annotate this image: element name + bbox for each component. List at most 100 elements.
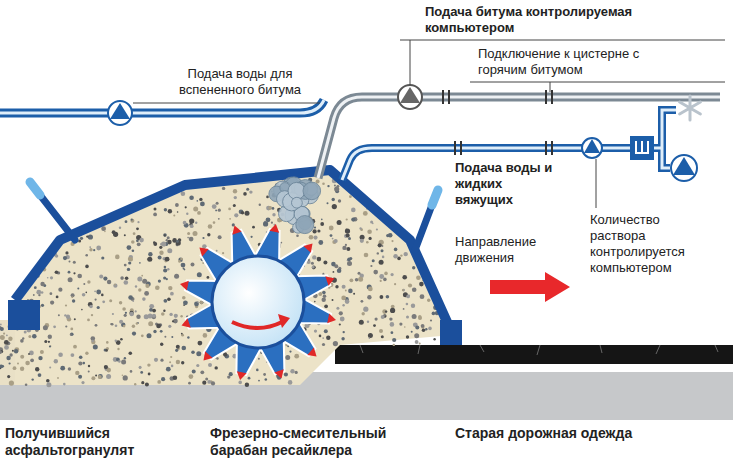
granulate-dot: [29, 351, 34, 356]
granulate-dot: [9, 381, 14, 386]
granulate-dot: [385, 310, 387, 312]
granulate-dot: [327, 185, 329, 187]
granulate-dot: [415, 325, 419, 329]
granulate-dot: [188, 382, 191, 385]
granulate-dot: [168, 286, 172, 290]
granulate-dot: [91, 314, 93, 316]
granulate-dot: [416, 275, 421, 280]
granulate-dot: [400, 254, 402, 256]
granulate-dot: [75, 371, 79, 375]
granulate-dot: [194, 302, 199, 307]
granulate-dot: [251, 236, 253, 238]
granulate-dot: [38, 356, 42, 360]
granulate-dot: [173, 215, 175, 217]
granulate-dot: [372, 259, 375, 262]
granulate-dot: [141, 275, 143, 277]
granulate-dot: [233, 204, 236, 207]
granulate-dot: [115, 325, 118, 328]
granulate-dot: [17, 363, 19, 365]
granulate-dot: [404, 326, 406, 328]
water-valve: [108, 101, 132, 125]
granulate-dot: [402, 289, 405, 292]
snowflake-icon: [680, 96, 701, 120]
granulate-dot: [285, 355, 290, 360]
granulate-dot: [256, 369, 259, 372]
granulate-dot: [191, 351, 195, 355]
granulate-dot: [238, 381, 242, 385]
granulate-dot: [124, 314, 127, 317]
granulate-dot: [245, 211, 250, 216]
granulate-dot: [160, 359, 163, 362]
label-wrap: Фрезерно-смесительный барабан ресайклера: [210, 425, 410, 459]
granulate-dot: [88, 371, 90, 373]
granulate-dot: [8, 337, 12, 341]
granulate-dot: [351, 218, 355, 222]
granulate-dot: [355, 278, 359, 282]
granulate-dot: [222, 252, 224, 254]
granulate-dot: [345, 299, 350, 304]
granulate-dot: [412, 314, 417, 319]
granulate-dot: [157, 380, 161, 384]
granulate-dot: [197, 301, 199, 303]
granulate-dot: [35, 367, 39, 371]
granulate-dot: [326, 336, 330, 340]
granulate-dot: [351, 208, 356, 213]
asphalt-cracks: [360, 345, 718, 355]
granulate-dot: [342, 304, 344, 306]
granulate-dot: [402, 289, 404, 291]
granulate-dot: [50, 301, 54, 305]
granulate-dot: [170, 292, 174, 296]
granulate-dot: [132, 249, 135, 252]
granulate-dot: [136, 315, 140, 319]
callout-label: Подключение к цистерне с горячим битумом: [478, 46, 660, 78]
granulate-dot: [414, 333, 419, 338]
tooth-tip: [199, 248, 208, 257]
granulate-dot: [136, 322, 138, 324]
granulate-dot: [312, 265, 316, 269]
granulate-dot: [218, 218, 220, 220]
label-wrap: Старая дорожная одежда: [455, 425, 632, 442]
lever-tip: [30, 182, 40, 195]
granulate-dot: [95, 324, 98, 327]
granulate-dot: [28, 335, 31, 338]
granulate-dot: [145, 382, 149, 386]
granulate-dot: [216, 250, 218, 252]
granulate-dot: [60, 366, 65, 371]
granulate-dot: [195, 222, 197, 224]
granulate-dot: [433, 338, 435, 340]
granulate-dot: [14, 349, 18, 353]
granulate-dot: [187, 237, 189, 239]
granulate-dot: [272, 207, 275, 210]
granulate-dot: [173, 376, 178, 381]
granulate-dot: [197, 200, 199, 202]
granulate-dot: [402, 275, 407, 280]
granulate-dot: [391, 240, 393, 242]
granulate-dot: [233, 189, 237, 193]
granulate-dot: [314, 227, 316, 229]
callout-label: Фрезерно-смесительный барабан ресайклера: [210, 425, 410, 459]
granulate-dot: [346, 247, 350, 251]
granulate-dot: [155, 285, 160, 290]
granulate-dot: [323, 295, 327, 299]
granulate-dot: [218, 209, 221, 212]
granulate-dot: [130, 312, 134, 316]
granulate-dot: [83, 283, 85, 285]
callout-label: Подача воды для вспененного битума: [160, 66, 320, 98]
granulate-dot: [112, 230, 116, 234]
granulate-dot: [425, 328, 427, 330]
callout-label: Количество раствора контролируется компь…: [590, 212, 700, 276]
granulate-dot: [73, 261, 76, 264]
granulate-dot: [340, 317, 345, 322]
granulate-dot: [271, 222, 273, 224]
granulate-dot: [327, 202, 329, 204]
granulate-dot: [104, 231, 106, 233]
granulate-dot: [40, 282, 44, 286]
granulate-dot: [95, 299, 97, 301]
granulate-dot: [170, 356, 172, 358]
granulate-dot: [406, 316, 409, 319]
granulate-dot: [144, 291, 149, 296]
granulate-dot: [382, 309, 387, 314]
granulate-dot: [289, 351, 291, 353]
granulate-dot: [346, 218, 348, 220]
granulate-dot: [113, 284, 117, 288]
